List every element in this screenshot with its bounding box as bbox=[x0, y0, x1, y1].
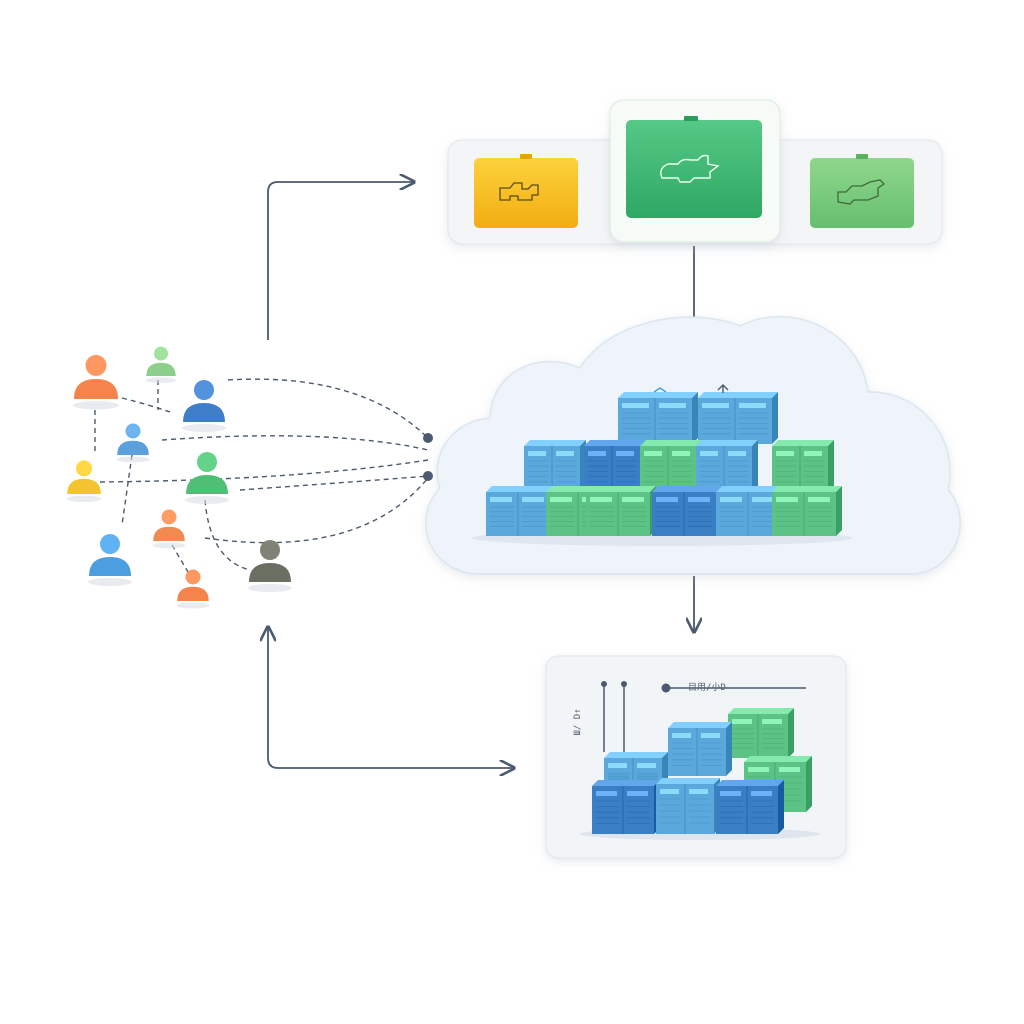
server-rack-icon bbox=[698, 392, 778, 444]
user-links bbox=[94, 378, 429, 573]
server-rack-icon bbox=[696, 440, 758, 492]
person-icon[interactable] bbox=[116, 423, 150, 463]
person-icon[interactable] bbox=[176, 569, 210, 609]
service-container-light-green[interactable] bbox=[810, 154, 914, 228]
container-icon bbox=[660, 154, 720, 183]
person-icon[interactable] bbox=[88, 534, 132, 586]
person-icon[interactable] bbox=[72, 354, 120, 410]
server-rack-icon bbox=[524, 440, 586, 492]
server-cluster bbox=[486, 392, 842, 536]
server-rack-icon bbox=[656, 778, 720, 834]
server-rack-icon bbox=[586, 486, 656, 536]
person-icon[interactable] bbox=[185, 452, 229, 504]
server-rack-icon bbox=[716, 780, 784, 834]
report-header-label: 目用/小D bbox=[688, 682, 726, 693]
person-icon[interactable] bbox=[66, 460, 102, 502]
service-container-green[interactable] bbox=[626, 116, 762, 218]
user-group bbox=[66, 346, 292, 609]
report-server-stack bbox=[592, 708, 812, 834]
server-rack-icon bbox=[668, 722, 732, 776]
server-rack-icon bbox=[584, 440, 646, 492]
junction-dot bbox=[423, 433, 433, 443]
report-axis-label: Ш/ D↑ bbox=[573, 708, 583, 735]
server-rack-icon bbox=[772, 440, 834, 492]
container-icon bbox=[837, 179, 886, 205]
junction-dot bbox=[423, 471, 433, 481]
server-rack-icon bbox=[772, 486, 842, 536]
container-icon bbox=[499, 182, 539, 201]
cloud-top-markers bbox=[653, 384, 729, 393]
server-rack-icon bbox=[728, 708, 794, 758]
person-icon[interactable] bbox=[152, 509, 186, 549]
server-rack-icon bbox=[592, 780, 660, 834]
server-rack-icon bbox=[618, 392, 698, 444]
person-icon[interactable] bbox=[145, 346, 177, 384]
service-container-yellow[interactable] bbox=[474, 154, 578, 228]
connectors bbox=[94, 182, 694, 768]
services-panel bbox=[447, 99, 943, 245]
server-rack-icon bbox=[652, 486, 722, 536]
person-icon[interactable] bbox=[248, 540, 292, 592]
arrow-users-to-services bbox=[267, 182, 414, 340]
server-rack-icon bbox=[486, 486, 556, 536]
arrow-report-to-users bbox=[268, 627, 514, 768]
server-rack-icon bbox=[640, 440, 702, 492]
person-icon[interactable] bbox=[182, 380, 226, 432]
